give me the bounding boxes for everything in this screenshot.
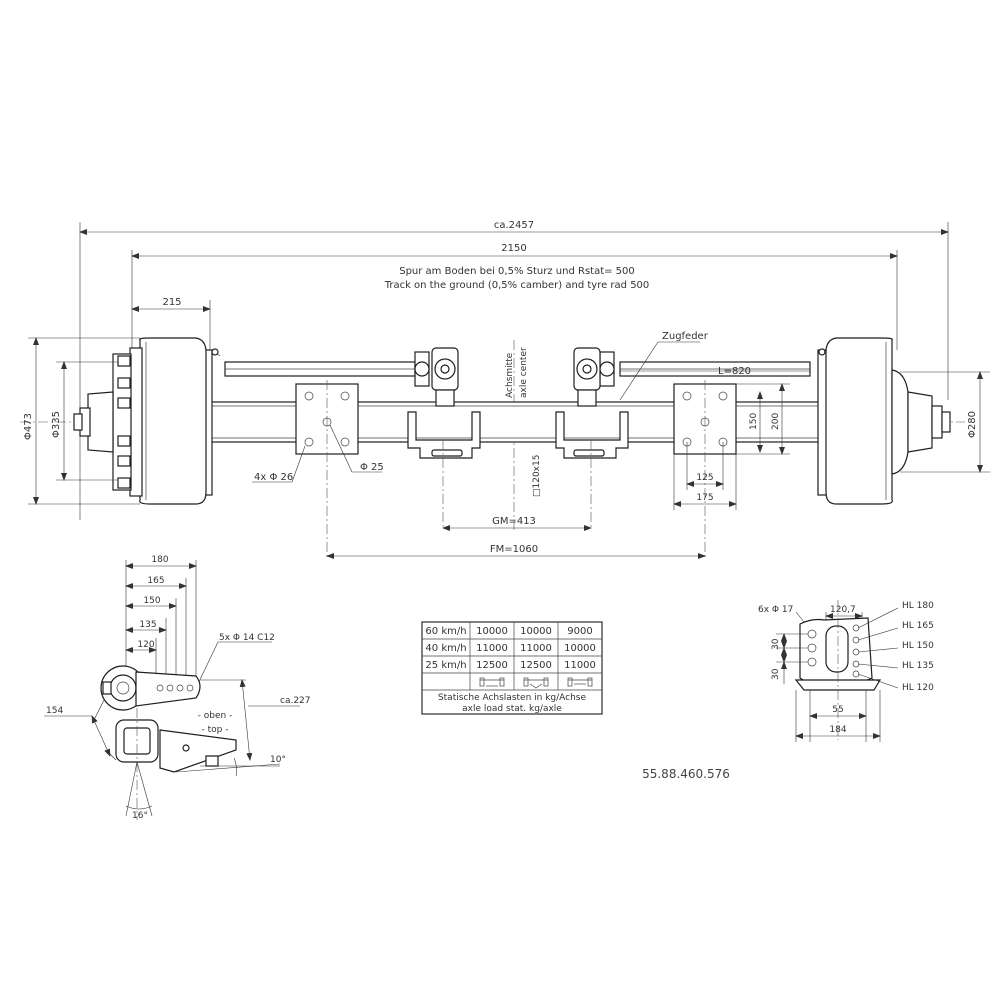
holes4-label: 4x Φ 26 (254, 472, 293, 483)
chamber-bracket-right (555, 411, 629, 530)
holes-callout: 4x Φ 26 Φ 25 (252, 424, 384, 483)
bracket-detail: 6x Φ 17 120,7 HL 180 HL 165 HL 150 HL 13… (758, 600, 934, 742)
brake-drum-right (817, 337, 951, 505)
dim-473-label: Φ473 (23, 413, 34, 440)
lever-154-label: 154 (46, 706, 63, 716)
dim-215-label: 215 (162, 297, 181, 308)
bracket-120-label: 120,7 (830, 605, 856, 615)
table-cell-r2-c1: 12500 (476, 660, 508, 671)
dim-overall: ca.2457 (79, 220, 949, 520)
table-cell-r0-c3: 9000 (567, 626, 592, 637)
dim-seat-height: 150 200 (736, 383, 790, 455)
axle-load-table: 60 km/h 10000 10000 9000 40 km/h 11000 11000 10… (421, 621, 603, 715)
lever-detail: 180 165 150 135 120 5x Φ 14 C12 154 (44, 555, 311, 821)
dim-125-label: 125 (696, 473, 713, 483)
bracket-184-label: 184 (829, 725, 846, 735)
bracket-30b-label: 30 (771, 668, 781, 680)
table-cell-r0-c1: 10000 (476, 626, 508, 637)
lever-120-label: 120 (137, 640, 154, 650)
hl-120-label: HL 120 (902, 683, 934, 693)
lever-135-label: 135 (139, 620, 156, 630)
table-cell-r0-c2: 10000 (520, 626, 552, 637)
table-cell-r0-c0: 60 km/h (425, 626, 466, 637)
hole25-label: Φ 25 (360, 462, 384, 473)
axle-icon-2 (523, 677, 549, 689)
lever-oben-label: - oben - (198, 711, 233, 721)
dim-gm: GM=413 (442, 516, 592, 531)
dim-150-label: 150 (749, 413, 759, 430)
slack-adjuster-right (573, 347, 615, 407)
dim-215: 215 (131, 297, 211, 350)
lever-holes-label: 5x Φ 14 C12 (219, 633, 275, 643)
lever-16deg-label: 16° (132, 811, 148, 821)
table-caption-en: axle load stat. kg/axle (462, 704, 562, 714)
dim-track-label: 2150 (501, 243, 526, 254)
axle-center-label: axle center (519, 347, 529, 398)
dim-280-label: Φ280 (967, 411, 978, 438)
spring-seat-left (295, 380, 359, 560)
dim-seat-width: 125 175 (673, 442, 737, 510)
dim-diameter-right: Φ280 (900, 371, 990, 473)
hl-150-label: HL 150 (902, 641, 934, 651)
brake-drum-left (73, 337, 221, 505)
dim-overall-label: ca.2457 (494, 220, 534, 231)
lever-top-label: - top - (202, 725, 229, 735)
hl-135-label: HL 135 (902, 661, 934, 671)
axle-front-view: ca.2457 2150 Spur am Boden bei 0,5% Stur… (20, 220, 990, 560)
lever-150-label: 150 (143, 596, 160, 606)
table-cell-r2-c0: 25 km/h (425, 660, 466, 671)
spring-seat-right (673, 380, 737, 560)
chamber-bracket-left (407, 411, 481, 530)
dim-335-label: Φ335 (51, 411, 62, 438)
zugfeder-label: Zugfeder (662, 331, 709, 342)
dim-diameters-left: Φ473 Φ335 (23, 337, 140, 505)
track-note-en: Track on the ground (0,5% camber) and ty… (384, 280, 650, 291)
dim-track: 2150 (131, 243, 898, 350)
dim-fm-label: FM=1060 (490, 544, 538, 555)
lever-10deg-label: 10° (270, 755, 286, 765)
dim-l820-label: L=820 (718, 366, 751, 377)
tube-section-label: □120x15 (532, 455, 542, 497)
bracket-55-label: 55 (832, 705, 843, 715)
table-cell-r2-c3: 11000 (564, 660, 596, 671)
table-cell-r1-c3: 10000 (564, 643, 596, 654)
achsmitte-label: Achsmitte (505, 352, 515, 398)
dim-175-label: 175 (696, 493, 713, 503)
slack-adjuster-left (414, 347, 459, 407)
table-cell-r2-c2: 12500 (520, 660, 552, 671)
axle-icon-3 (567, 677, 593, 687)
table-cell-r1-c1: 11000 (476, 643, 508, 654)
table-cell-r1-c0: 40 km/h (425, 643, 466, 654)
bracket-holes-label: 6x Φ 17 (758, 605, 793, 615)
lever-180-label: 180 (151, 555, 168, 565)
dim-gm-label: GM=413 (492, 516, 536, 527)
dim-fm: FM=1060 (326, 544, 706, 559)
part-number: 55.88.460.576 (642, 767, 730, 781)
track-note-de: Spur am Boden bei 0,5% Sturz und Rstat= … (399, 266, 635, 277)
lever-165-label: 165 (147, 576, 164, 586)
table-cell-r1-c2: 11000 (520, 643, 552, 654)
dim-l820: L=820 (620, 366, 810, 377)
dim-200-label: 200 (771, 413, 781, 430)
bracket-30a-label: 30 (771, 638, 781, 650)
lever-227-label: ca.227 (280, 696, 311, 706)
hl-180-label: HL 180 (902, 601, 934, 611)
axle-icon-1 (479, 677, 505, 687)
hl-165-label: HL 165 (902, 621, 934, 631)
table-caption-de: Statische Achslasten in kg/Achse (438, 693, 587, 703)
